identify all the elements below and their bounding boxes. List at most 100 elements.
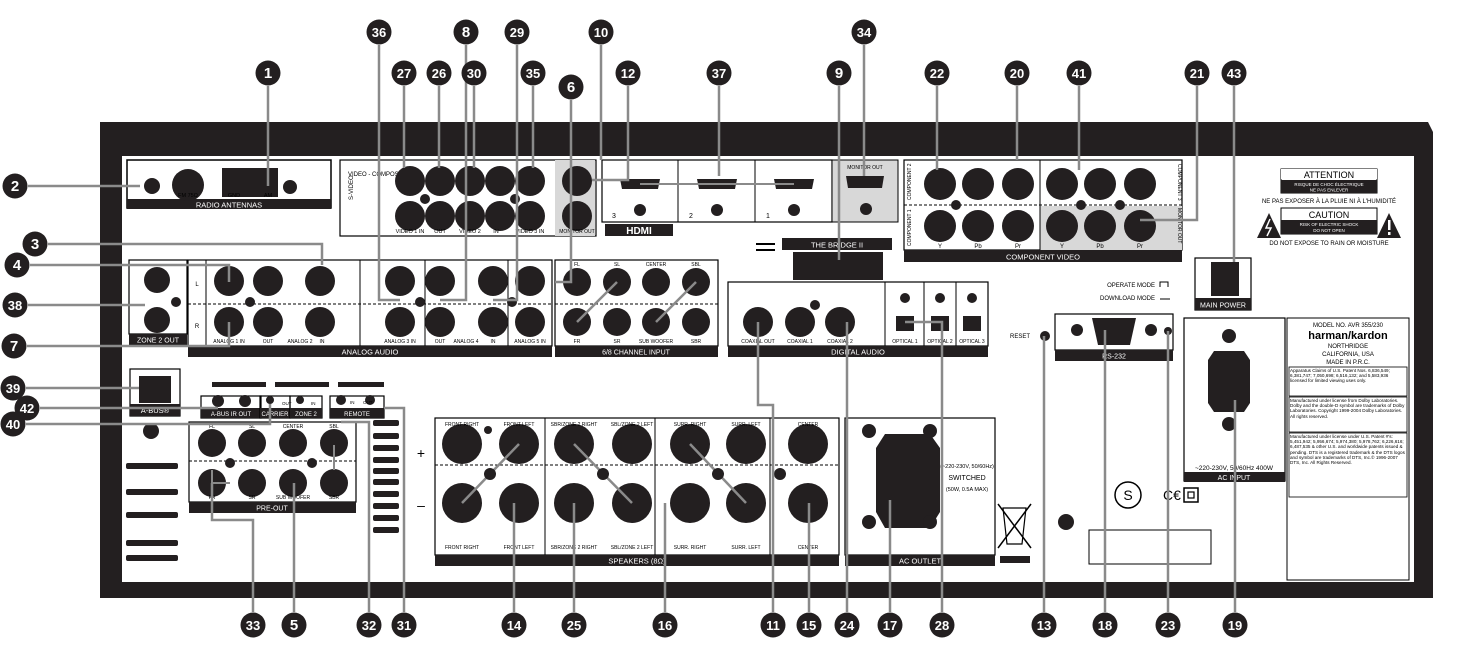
analog2-in-label: IN	[320, 339, 325, 345]
abus-port[interactable]	[139, 376, 171, 403]
callout-badge-31	[391, 612, 417, 638]
speaker-plus-post-6[interactable]	[726, 424, 766, 464]
video2-in-label: IN	[493, 229, 499, 235]
component-top-jack-2[interactable]	[962, 168, 994, 200]
svideo-jack-3[interactable]	[455, 201, 485, 231]
connector-dot	[810, 300, 820, 310]
fm-label: FM 75Ω	[178, 193, 198, 199]
po-bottom-jack-4[interactable]	[320, 469, 348, 497]
analog4-in-r-jack[interactable]	[478, 307, 508, 337]
callout-number-26: 26	[432, 66, 446, 81]
coax2-jack[interactable]	[825, 307, 855, 337]
po-top-jack-4[interactable]	[320, 429, 348, 457]
optical-jack-2[interactable]	[931, 316, 949, 331]
video3-label: VIDEO 3 IN	[516, 229, 545, 235]
mc-bottom-jack-2[interactable]	[603, 308, 631, 336]
callout-number-36: 36	[372, 25, 386, 40]
svideo-jack-1[interactable]	[395, 201, 425, 231]
mc-top-jack-3[interactable]	[642, 268, 670, 296]
component-bottom-jack-5[interactable]	[1084, 210, 1116, 242]
po-bottom-jack-2[interactable]	[238, 469, 266, 497]
speaker-plus-post-1[interactable]	[442, 424, 482, 464]
component-bottom-jack-1[interactable]	[924, 210, 956, 242]
component-video-title: COMPONENT VIDEO	[1006, 253, 1080, 262]
monitor-svideo-jack[interactable]	[562, 201, 592, 231]
zone2-in-jack[interactable]	[296, 396, 304, 404]
mc-bottom-jack-4[interactable]	[682, 308, 710, 336]
callout-badge-33	[240, 612, 266, 638]
composite-jack-2[interactable]	[425, 166, 455, 196]
rs232-port[interactable]	[1092, 318, 1136, 345]
svideo-jack-5[interactable]	[515, 201, 545, 231]
leader-line-4	[30, 263, 231, 282]
component-bottom-jack-4[interactable]	[1046, 210, 1078, 242]
analog3-l-jack[interactable]	[385, 266, 415, 296]
analog5-l-jack[interactable]	[515, 266, 545, 296]
callout-badge-22	[924, 60, 950, 86]
po-sr-label: SR	[249, 495, 256, 501]
composite-jack-3[interactable]	[455, 166, 485, 196]
po-top-jack-3[interactable]	[279, 429, 307, 457]
svideo-jack-4[interactable]	[485, 201, 515, 231]
monitor-composite-jack[interactable]	[562, 166, 592, 196]
component-bottom-jack-3[interactable]	[1002, 210, 1034, 242]
brand-name: harman/kardon	[1308, 330, 1388, 342]
analog3-r-jack[interactable]	[385, 307, 415, 337]
analog4-out-l-jack[interactable]	[425, 266, 455, 296]
remote-in-jack[interactable]	[336, 395, 346, 405]
coax1-label: COAXIAL 1	[787, 339, 813, 345]
spk-sbr-top-label: SBR/ZONE 2 RIGHT	[551, 422, 598, 428]
callout-badge-19	[1222, 612, 1248, 638]
analog4-in-l-jack[interactable]	[478, 266, 508, 296]
component-top-jack-1[interactable]	[924, 168, 956, 200]
zone2-r-jack[interactable]	[144, 307, 170, 333]
remote-out-jack[interactable]	[365, 395, 375, 405]
abus-ir-jack[interactable]	[212, 395, 224, 407]
analog-out-r-jack[interactable]	[253, 307, 283, 337]
speaker-minus-post-5[interactable]	[670, 483, 710, 523]
svideo-label: S-VIDEO	[349, 175, 355, 200]
hdmi-1-label: 1	[766, 213, 770, 220]
callout-badge-36	[366, 19, 392, 45]
optical-jack-1[interactable]	[896, 316, 914, 331]
speaker-plus-post-7[interactable]	[788, 424, 828, 464]
callout-number-34: 34	[857, 25, 872, 40]
callout-number-30: 30	[467, 66, 481, 81]
svideo-jack-2[interactable]	[425, 201, 455, 231]
ac-outlet-section: AC OUTLET (~220-230V, 50/60Hz) SWITCHED …	[844, 417, 996, 566]
coax1-jack[interactable]	[785, 307, 815, 337]
analog-out-l-jack[interactable]	[253, 266, 283, 296]
component-top-jack-4[interactable]	[1046, 168, 1078, 200]
component-top-jack-6[interactable]	[1124, 168, 1156, 200]
analog4-out-r-jack[interactable]	[425, 307, 455, 337]
ac-input-socket[interactable]	[1208, 351, 1250, 412]
callout-number-20: 20	[1010, 66, 1024, 81]
fm-antenna-jack[interactable]	[172, 169, 204, 201]
component-top-jack-5[interactable]	[1084, 168, 1116, 200]
composite-jack-1[interactable]	[395, 166, 425, 196]
speaker-minus-post-2[interactable]	[499, 483, 539, 523]
component-bottom-jack-2[interactable]	[962, 210, 994, 242]
analog2-in-l-jack[interactable]	[305, 266, 335, 296]
component-bottom-jack-6[interactable]	[1124, 210, 1156, 242]
callout-number-23: 23	[1161, 618, 1175, 633]
ac-outlet-socket[interactable]	[876, 434, 940, 528]
carrier-out-jack[interactable]	[266, 396, 274, 404]
main-power-switch[interactable]	[1211, 262, 1239, 296]
callout-number-12: 12	[621, 66, 635, 81]
callout-number-25: 25	[567, 618, 581, 633]
analog5-r-jack[interactable]	[515, 307, 545, 337]
po-top-jack-1[interactable]	[198, 429, 226, 457]
callout-badge-14	[501, 612, 527, 638]
callout-number-7: 7	[10, 338, 18, 355]
callout-number-3: 3	[31, 236, 39, 253]
composite-jack-4[interactable]	[485, 166, 515, 196]
hdmi-monitor-out-port[interactable]	[846, 176, 884, 188]
zone2-l-jack[interactable]	[144, 267, 170, 293]
analog2-in-r-jack[interactable]	[305, 307, 335, 337]
po-top-jack-2[interactable]	[238, 429, 266, 457]
composite-jack-5[interactable]	[515, 166, 545, 196]
speaker-plus-post-4[interactable]	[612, 424, 652, 464]
component-top-jack-3[interactable]	[1002, 168, 1034, 200]
optical-jack-3[interactable]	[963, 316, 981, 331]
